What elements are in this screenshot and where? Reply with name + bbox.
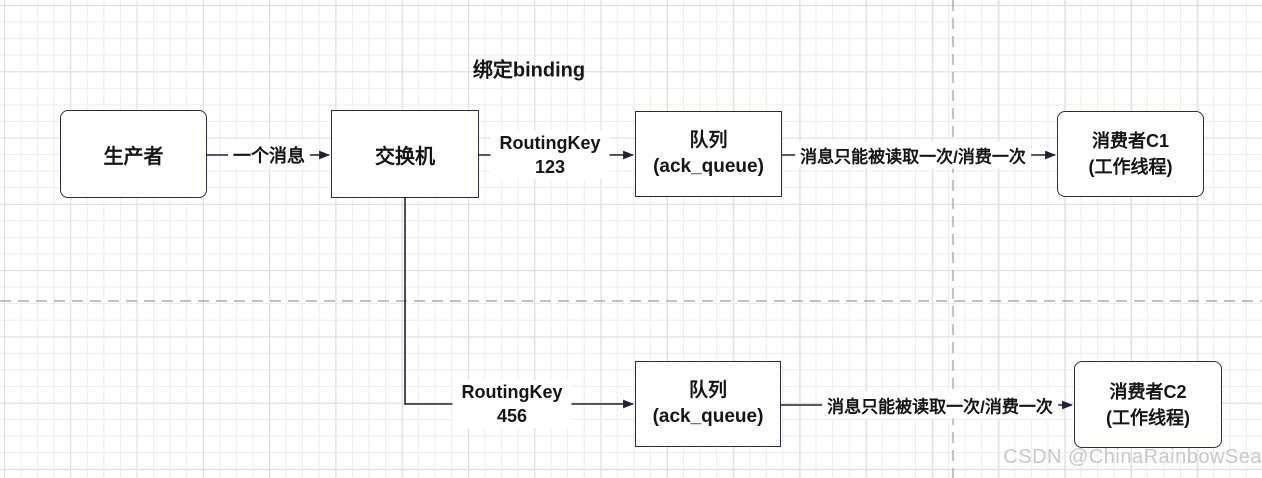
node-exchange: 交换机 xyxy=(331,110,479,198)
node-queue-1: 队列 (ack_queue) xyxy=(635,111,782,197)
edge-label-routingkey-123: RoutingKey 123 xyxy=(490,131,610,179)
node-consumer-c1: 消费者C1 (工作线程) xyxy=(1057,111,1204,197)
node-queue-1-subtitle: (ack_queue) xyxy=(653,156,764,177)
node-queue-2: 队列 (ack_queue) xyxy=(635,361,781,447)
node-consumer-c2-subtitle: (工作线程) xyxy=(1106,407,1190,428)
binding-title-label: 绑定binding xyxy=(472,59,586,82)
node-consumer-c2-title: 消费者C2 xyxy=(1109,381,1187,402)
node-producer-label: 生产者 xyxy=(103,145,164,168)
routingkey-123-key: RoutingKey xyxy=(499,133,601,153)
edge-label-consume-once-1: 消息只能被读取一次/消费一次 xyxy=(795,141,1031,169)
node-consumer-c1-title: 消费者C1 xyxy=(1091,131,1169,151)
node-queue-1-title: 队列 xyxy=(689,130,728,151)
edge-label-consume-once-2: 消息只能被读取一次/消费一次 xyxy=(822,391,1058,419)
routingkey-456-key: RoutingKey xyxy=(461,382,563,402)
edge-label-routingkey-456: RoutingKey 456 xyxy=(452,380,572,428)
routingkey-123-value: 123 xyxy=(534,157,566,177)
node-queue-2-title: 队列 xyxy=(688,380,727,401)
node-queue-2-subtitle: (ack_queue) xyxy=(652,406,764,427)
node-consumer-c2: 消费者C2 (工作线程) xyxy=(1074,361,1222,448)
edge-label-one-message: 一个消息 xyxy=(228,141,310,169)
csdn-watermark: CSDN @ChinaRainbowSea xyxy=(1003,446,1262,468)
node-exchange-label: 交换机 xyxy=(375,145,435,168)
node-consumer-c1-subtitle: (工作线程) xyxy=(1088,157,1173,177)
node-producer: 生产者 xyxy=(60,110,207,198)
routingkey-456-value: 456 xyxy=(496,406,528,426)
